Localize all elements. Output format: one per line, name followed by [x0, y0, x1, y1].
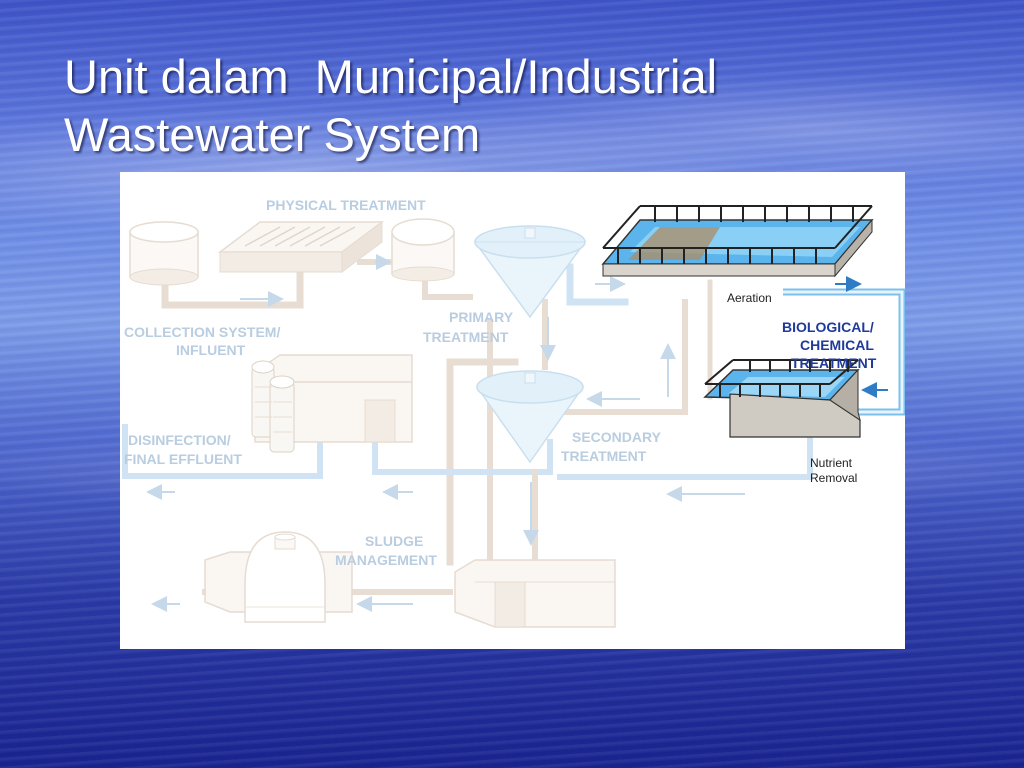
label-sludge-line-2: MANAGEMENT: [335, 552, 437, 568]
label-collection-line-2: INFLUENT: [176, 342, 246, 358]
label-nutrient-line-1: Nutrient: [810, 456, 853, 470]
label-biological-line-3: TREATMENT: [791, 355, 877, 371]
disinfection-building: [251, 354, 413, 453]
diagram-labels: PHYSICAL TREATMENT COLLECTION SYSTEM/ IN…: [124, 197, 877, 568]
pipe-network: [122, 259, 813, 595]
sludge-thickener: [454, 559, 616, 628]
label-biological-line-1: BIOLOGICAL/: [782, 319, 874, 335]
label-aeration: Aeration: [727, 291, 772, 305]
label-secondary-line-2: TREATMENT: [561, 448, 647, 464]
slide-title: Unit dalam Municipal/Industrial Wastewat…: [64, 48, 717, 164]
label-primary-line-1: PRIMARY: [449, 309, 514, 325]
diagram-canvas: PHYSICAL TREATMENT COLLECTION SYSTEM/ IN…: [122, 197, 905, 628]
chemical-tanks: [251, 360, 295, 453]
title-line-2: Wastewater System: [64, 108, 481, 161]
label-physical-treatment: PHYSICAL TREATMENT: [266, 197, 426, 213]
sludge-digester: [204, 531, 353, 623]
label-disinfection-line-1: DISINFECTION/: [128, 432, 231, 448]
label-nutrient-line-2: Removal: [810, 471, 857, 485]
label-disinfection-line-2: FINAL EFFLUENT: [124, 451, 242, 467]
collection-tank: [129, 221, 199, 286]
nutrient-removal-basin: [703, 359, 861, 438]
title-line-1: Unit dalam Municipal/Industrial: [64, 50, 718, 103]
secondary-clarifier: [475, 370, 585, 464]
aeration-basin: [601, 205, 874, 278]
label-secondary-line-1: SECONDARY: [572, 429, 662, 445]
wastewater-diagram: PHYSICAL TREATMENT COLLECTION SYSTEM/ IN…: [120, 172, 905, 649]
label-sludge-line-1: SLUDGE: [365, 533, 423, 549]
label-collection-line-1: COLLECTION SYSTEM/: [124, 324, 280, 340]
grit-tank: [391, 218, 455, 282]
flow-arrows: [146, 254, 745, 612]
screen-chamber: [217, 221, 385, 273]
primary-clarifier: [473, 225, 587, 319]
biological-loop: [783, 276, 905, 416]
label-biological-line-2: CHEMICAL: [800, 337, 874, 353]
label-primary-line-2: TREATMENT: [423, 329, 509, 345]
